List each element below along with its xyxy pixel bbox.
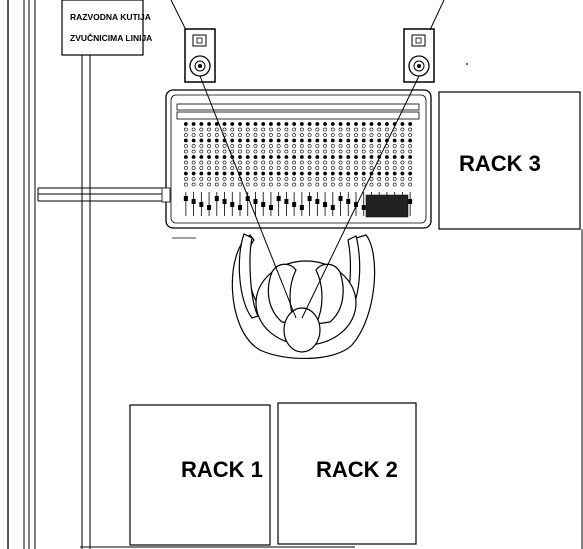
channel-strip — [330, 122, 335, 216]
sightline-left — [199, 75, 297, 319]
channel-strip — [315, 122, 320, 216]
channel-strip — [292, 122, 297, 216]
channel-strip — [253, 122, 258, 216]
junction-box-sign — [61, 0, 144, 56]
channel-strip — [245, 122, 250, 216]
channel-strip — [214, 122, 219, 216]
channel-strip — [222, 122, 227, 216]
left-wall — [7, 0, 36, 549]
speaker-right-cable — [429, 0, 445, 31]
rack-2 — [277, 402, 417, 545]
rack-1-label: RACK 1 — [181, 457, 263, 482]
channel-strip — [299, 122, 304, 216]
channel-strip — [183, 122, 188, 216]
operator-chair-icon — [231, 233, 376, 360]
channel-strip — [346, 122, 351, 216]
speaker-left-cable — [170, 0, 187, 31]
console-channel-strips — [183, 122, 413, 216]
rack-1 — [129, 404, 271, 546]
channel-strip — [238, 122, 242, 216]
channel-strip — [284, 122, 289, 216]
sightline-right — [301, 75, 420, 319]
channel-strip — [261, 122, 266, 216]
master-section — [365, 194, 409, 218]
sign-line-2: ZVUČNICIMA LINIJA — [70, 32, 152, 43]
channel-strip — [191, 122, 196, 216]
speaker-left-icon — [184, 28, 216, 83]
channel-strip — [361, 122, 366, 216]
sign-line-1: RAZVODNA KUTIJA — [70, 12, 151, 22]
speaker-right-icon — [403, 28, 435, 83]
reference-dot — [466, 63, 468, 65]
mixing-console-icon — [161, 89, 432, 239]
channel-strip — [307, 122, 312, 216]
channel-strip — [268, 122, 273, 216]
channel-strip — [199, 122, 204, 216]
channel-strip — [338, 122, 343, 216]
channel-strip — [354, 122, 358, 216]
channel-strip — [323, 122, 328, 216]
rack-3 — [438, 91, 581, 230]
channel-strip — [230, 122, 235, 216]
channel-strip — [408, 122, 413, 216]
rack-2-label: RACK 2 — [316, 457, 398, 482]
sign-post — [81, 55, 91, 549]
rack-3-label: RACK 3 — [459, 151, 541, 176]
channel-strip — [369, 122, 374, 216]
cable-run — [37, 187, 176, 202]
channel-strip — [384, 122, 389, 216]
channel-strip — [276, 122, 281, 216]
channel-strip — [207, 122, 212, 216]
